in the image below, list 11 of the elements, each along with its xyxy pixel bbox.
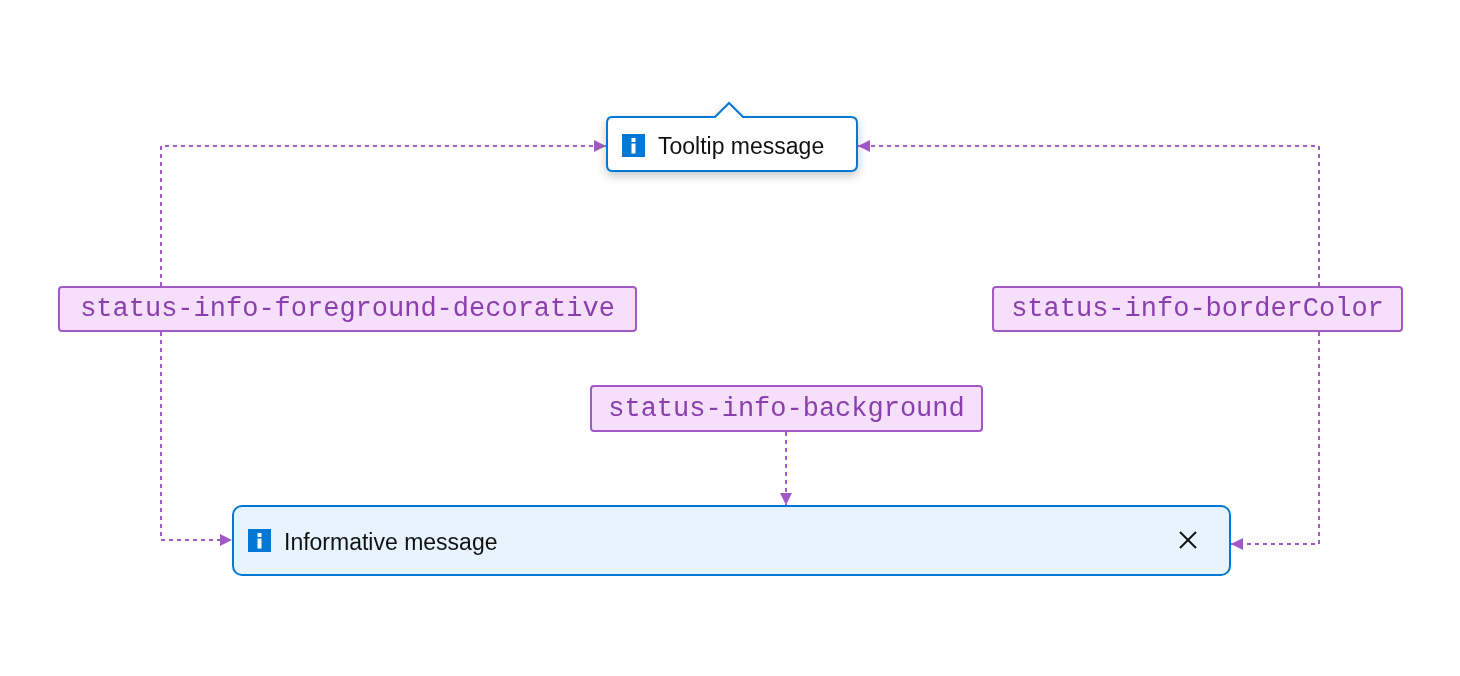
message-text: Informative message [284, 531, 498, 554]
token-label: status-info-borderColor [992, 286, 1403, 332]
leader-line [857, 140, 1320, 287]
token-label: status-info-background [590, 385, 983, 432]
tooltip-text: Tooltip message [658, 135, 825, 158]
message-banner [232, 505, 1231, 576]
leader-line [160, 140, 607, 287]
leader-line [780, 431, 792, 506]
token-label: status-info-foreground-decorative [58, 286, 637, 332]
leader-line [160, 331, 233, 546]
leader-line [1230, 331, 1320, 550]
